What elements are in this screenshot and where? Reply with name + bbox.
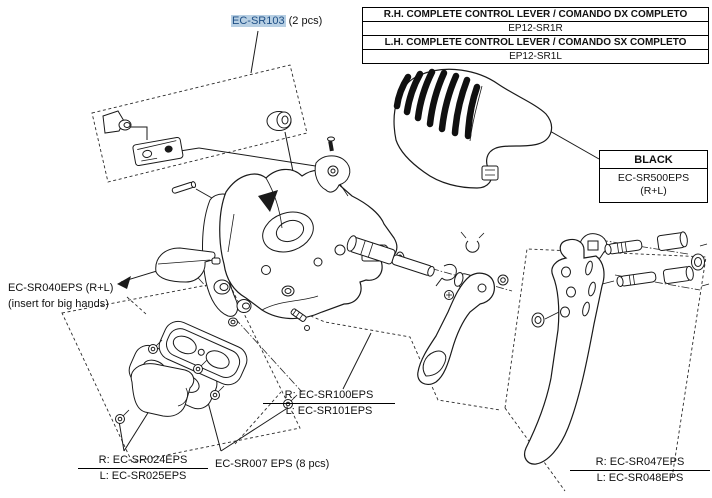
black-hood-title: BLACK xyxy=(600,151,707,169)
shift-paddle-drawing xyxy=(417,272,495,385)
pin-drawing xyxy=(171,181,197,194)
sr100-left: L: EC-SR101EPS xyxy=(285,405,373,417)
dashed-region-sr024-parts xyxy=(61,280,301,463)
screws-drawing xyxy=(115,339,298,424)
dashed-region-sr103-parts xyxy=(91,64,308,183)
black-hood-part: EC-SR500EPS xyxy=(617,172,690,184)
callout-sr047: R: EC-SR047EPS L: EC-SR048EPS xyxy=(570,456,710,485)
clamp-part-drawing xyxy=(102,110,132,134)
black-hood-suffix: (R+L) xyxy=(640,185,667,197)
sr100-right: R: EC-SR100EPS xyxy=(263,389,395,404)
sr103-qty: (2 pcs) xyxy=(285,15,323,27)
hand-insert-drawing xyxy=(155,247,221,283)
callout-sr100: R: EC-SR100EPS L: EC-SR101EPS xyxy=(263,389,395,418)
table-row-rh-part: EP12-SR1R xyxy=(363,21,708,35)
sr103-part-number: EC-SR103 xyxy=(231,15,286,27)
dashed-group-regions xyxy=(61,64,707,492)
bushings-drawing xyxy=(213,279,252,327)
callout-sr024: R: EC-SR024EPS L: EC-SR025EPS xyxy=(78,454,208,483)
black-hood-box: BLACK EC-SR500EPS (R+L) xyxy=(599,150,708,203)
control-lever-table: R.H. COMPLETE CONTROL LEVER / COMANDO DX… xyxy=(362,7,709,64)
dashed-region-sr047-parts xyxy=(504,248,707,479)
sr024-right: R: EC-SR024EPS xyxy=(78,454,208,469)
table-row-lh-part: EP12-SR1L xyxy=(363,49,708,63)
sr047-right: R: EC-SR047EPS xyxy=(570,456,710,471)
lever-body-drawing xyxy=(202,168,398,320)
dashed-region-sr100-parts xyxy=(227,280,501,411)
callout-sr007: EC-SR007 EPS (8 pcs) xyxy=(215,458,330,470)
callout-sr040: EC-SR040EPS (R+L) (insert for big hands) xyxy=(8,280,113,312)
sr024-left: L: EC-SR025EPS xyxy=(99,470,187,482)
cover-plate-drawing xyxy=(130,363,195,417)
sr040-line2: (insert for big hands) xyxy=(8,298,109,310)
hood-drawing xyxy=(393,68,553,189)
sr040-line1: EC-SR040EPS (R+L) xyxy=(8,282,114,294)
adjuster-block-drawing xyxy=(132,136,184,167)
blade-pins-drawing xyxy=(604,231,710,287)
pivot-piece-drawing xyxy=(314,136,351,197)
sr047-left: L: EC-SR048EPS xyxy=(596,472,684,484)
callout-sr103: EC-SR103 (2 pcs) xyxy=(231,14,322,28)
mode-button-drawing xyxy=(266,111,292,131)
hood-grip-ribs xyxy=(393,68,481,140)
brake-lever-blade-drawing xyxy=(524,233,608,465)
table-row-lh-title: L.H. COMPLETE CONTROL LEVER / COMANDO SX… xyxy=(363,35,708,49)
table-row-rh-title: R.H. COMPLETE CONTROL LEVER / COMANDO DX… xyxy=(383,9,688,20)
axle-screw-stack-drawing xyxy=(281,285,310,331)
